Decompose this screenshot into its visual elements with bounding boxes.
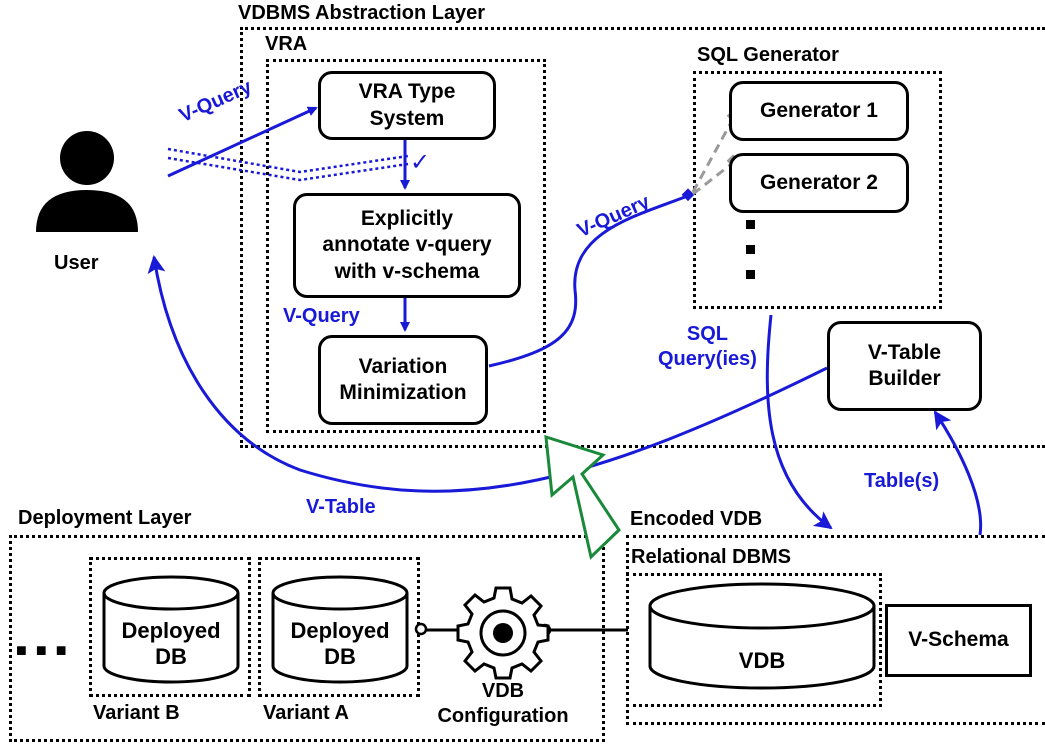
deployment-layer-container xyxy=(9,535,605,742)
sql-queries-label: SQL Query(ies) xyxy=(658,323,757,370)
variant-b-label: Variant B xyxy=(93,702,180,724)
vra-type-system-box: VRA Type System xyxy=(318,71,496,140)
vtable-builder-box: V-Table Builder xyxy=(827,321,982,411)
vtable-label: V-Table xyxy=(306,496,376,518)
vquery-mid-label: V-Query xyxy=(283,305,360,327)
edge-tables-to-builder xyxy=(933,410,983,536)
deployed-db-a-label: Deployed DB xyxy=(290,618,390,670)
generator-2-box: Generator 2 xyxy=(729,153,909,213)
variation-minimization-box: Variation Minimization xyxy=(318,335,488,425)
deployed-db-b-cylinder xyxy=(102,575,240,684)
vschema-box: V-Schema xyxy=(885,604,1032,677)
encoded-vdb-title: Encoded VDB xyxy=(630,508,763,530)
edge-minimize-to-generators xyxy=(488,193,691,368)
variant-a-label: Variant A xyxy=(263,702,349,724)
gen-dot-1 xyxy=(746,220,755,229)
generator-1-box: Generator 1 xyxy=(729,81,909,141)
vdb-label: VDB xyxy=(738,648,786,673)
gen-dot-2 xyxy=(746,245,755,254)
gen-dot-3 xyxy=(746,270,755,279)
gear-icon xyxy=(456,586,550,680)
connector-a xyxy=(414,622,428,636)
edge-typecheck-dotted-b xyxy=(167,156,409,182)
abstraction-layer-container xyxy=(240,27,1045,448)
relational-dbms-container xyxy=(626,573,882,707)
deployed-db-a-cylinder xyxy=(271,575,409,684)
vdb-configuration-label: VDB Configuration xyxy=(437,680,569,727)
vra-title: VRA xyxy=(265,33,308,55)
abstraction-layer-title: VDBMS Abstraction Layer xyxy=(238,2,486,24)
green-hollow-arrow xyxy=(544,434,621,560)
edge-user-to-type-system xyxy=(167,106,318,178)
tables-label: Table(s) xyxy=(864,470,940,492)
variant-b-container xyxy=(89,557,251,697)
user-label: User xyxy=(54,252,99,274)
edge-sql-to-vdb xyxy=(765,314,833,530)
edge-vtable-to-user xyxy=(147,255,828,493)
deployment-ellipsis: ■ ■ ■ xyxy=(16,640,69,660)
vdb-cylinder xyxy=(648,582,876,690)
relational-dbms-title: Relational DBMS xyxy=(631,546,792,568)
typecheck-mark: ✓ xyxy=(410,149,431,176)
sql-generator-title: SQL Generator xyxy=(697,44,839,66)
edge-to-generator-1 xyxy=(691,116,736,193)
user-icon xyxy=(36,131,138,232)
annotate-vquery-box: Explicitly annotate v-query with v-schem… xyxy=(293,193,521,298)
edge-typecheck-dotted-a xyxy=(167,147,409,174)
vra-container xyxy=(266,59,546,433)
deployment-layer-title: Deployment Layer xyxy=(18,507,192,529)
deployed-db-b-label: Deployed DB xyxy=(121,618,221,670)
edge-to-generator-2 xyxy=(692,160,735,196)
